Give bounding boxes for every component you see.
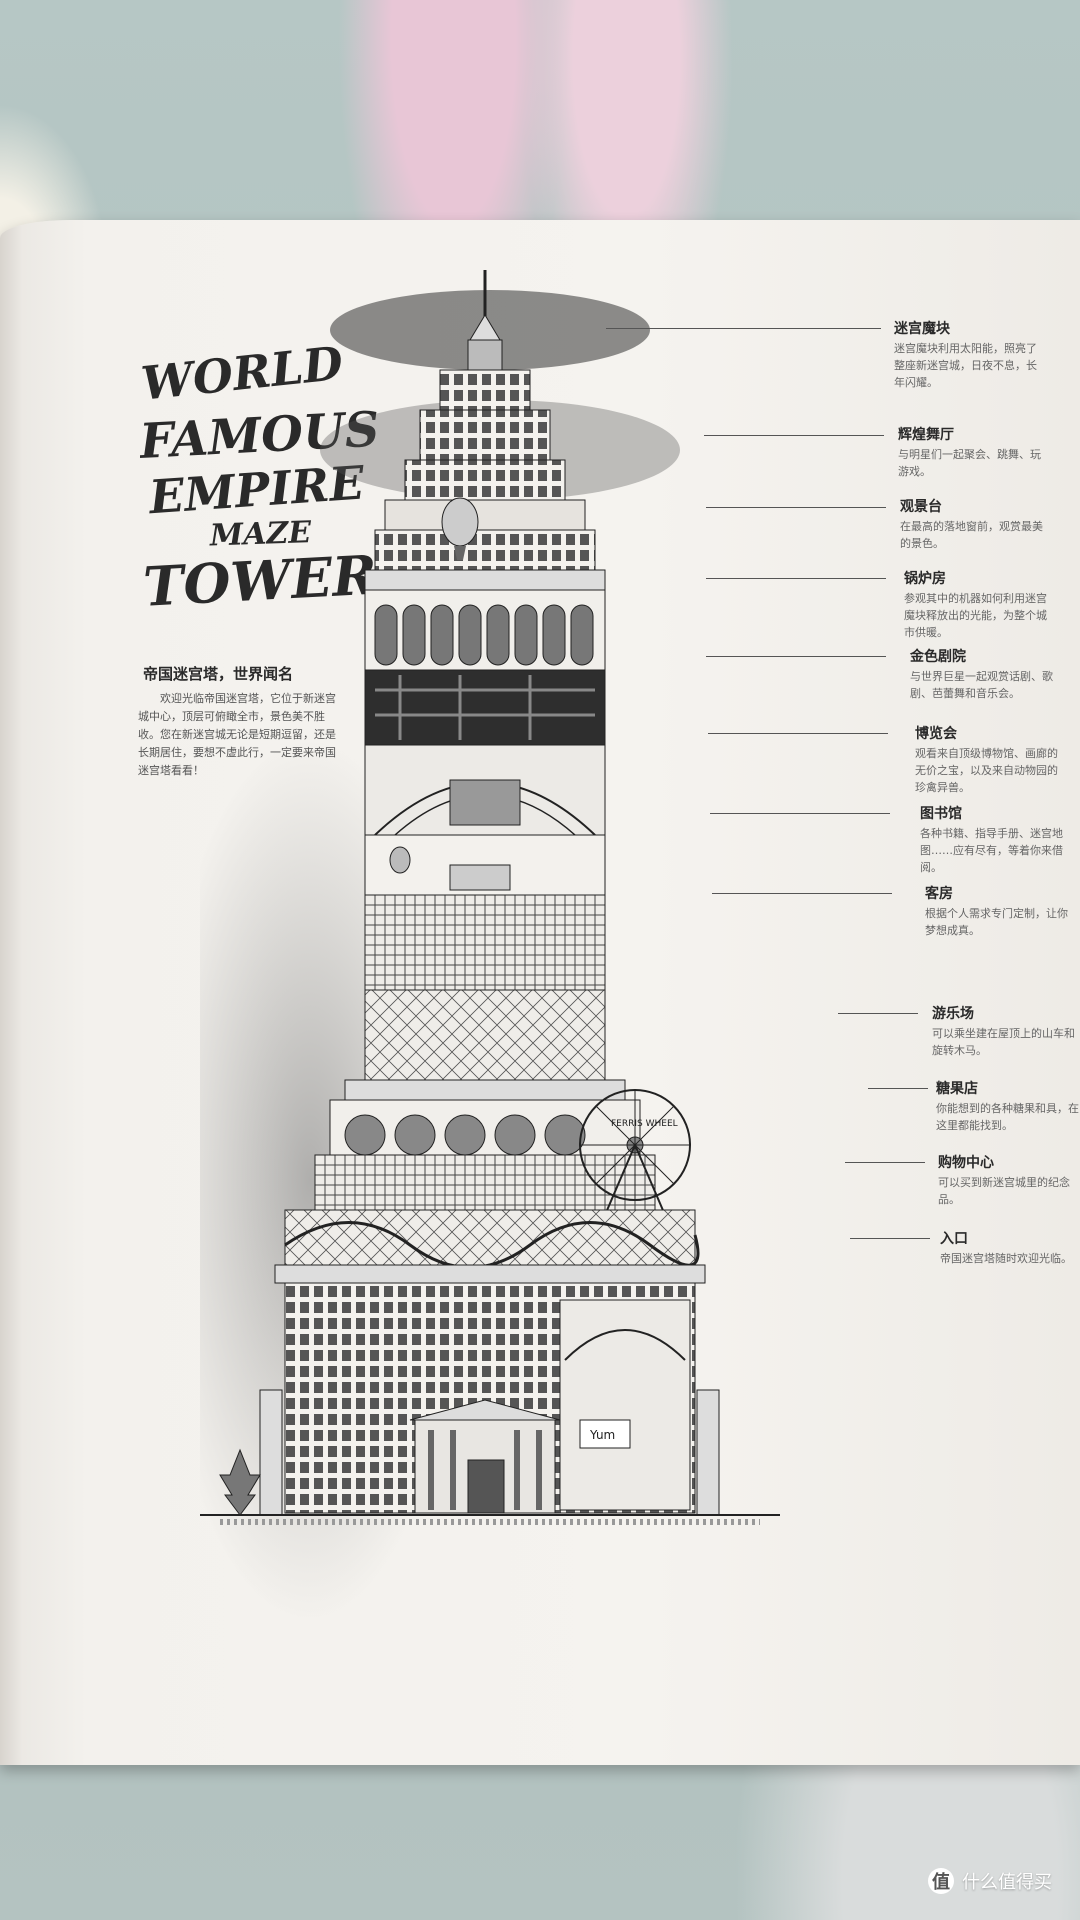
callout-desc: 可以买到新迷宫城里的纪念品。	[938, 1176, 1070, 1206]
callout-shopping-mall: 购物中心 可以买到新迷宫城里的纪念品。	[938, 1152, 1080, 1208]
candy-shop-sign: Yum	[589, 1428, 615, 1442]
leader-line	[845, 1162, 925, 1163]
callout-expo: 博览会 观看来自顶级博物馆、画廊的无价之宝，以及来自动物园的珍禽异兽。	[915, 723, 1065, 796]
leader-line	[706, 578, 886, 579]
callout-desc: 在最高的落地窗前，观赏最美的景色。	[900, 520, 1043, 550]
callout-observation-deck: 观景台 在最高的落地窗前，观赏最美的景色。	[900, 496, 1050, 552]
callout-title: 游乐场	[932, 1006, 974, 1022]
tower-illustration: FERRIS WHEEL Yum	[200, 270, 780, 1620]
callout-desc: 根据个人需求专门定制，让你梦想成真。	[925, 907, 1068, 937]
leader-line	[708, 733, 888, 734]
callout-title: 锅炉房	[904, 571, 946, 587]
callout-title: 观景台	[900, 499, 942, 515]
leader-line	[710, 813, 890, 814]
title-lettering: WORLD FAMOUS EMPIRE MAZE TOWER	[136, 336, 390, 619]
callout-ballroom: 辉煌舞厅 与明星们一起聚会、跳舞、玩游戏。	[898, 424, 1048, 480]
callout-desc: 可以乘坐建在屋顶上的山车和旋转木马。	[932, 1027, 1075, 1057]
leader-line	[704, 435, 884, 436]
svg-text:TOWER: TOWER	[142, 543, 379, 618]
leader-line	[838, 1013, 918, 1014]
callout-title: 客房	[925, 886, 953, 902]
site-watermark: 值 什么值得买	[928, 1868, 1052, 1894]
callout-amusement-park: 游乐场 可以乘坐建在屋顶上的山车和旋转木马。	[932, 1003, 1080, 1059]
callout-maze-cube: 迷宫魔块 迷宫魔块利用太阳能，照亮了整座新迷宫城，日夜不息，长年闪耀。	[894, 318, 1044, 391]
leader-line	[712, 893, 892, 894]
callout-title: 迷宫魔块	[894, 321, 950, 337]
callout-title: 辉煌舞厅	[898, 427, 954, 443]
callout-golden-theatre: 金色剧院 与世界巨星一起观赏话剧、歌剧、芭蕾舞和音乐会。	[910, 646, 1060, 702]
callout-candy-shop: 糖果店 你能想到的各种糖果和具，在这里都能找到。	[936, 1078, 1080, 1134]
callout-desc: 与世界巨星一起观赏话剧、歌剧、芭蕾舞和音乐会。	[910, 670, 1053, 700]
callout-library: 图书馆 各种书籍、指导手册、迷宫地图……应有尽有，等着你来借阅。	[920, 803, 1070, 876]
callout-boiler-room: 锅炉房 参观其中的机器如何利用迷宫魔块释放出的光能，为整个城市供暖。	[904, 568, 1054, 641]
leader-line	[868, 1088, 928, 1089]
leader-line	[706, 507, 886, 508]
callout-entrance: 入口 帝国迷宫塔随时欢迎光临。	[940, 1228, 1080, 1267]
callout-desc: 观看来自顶级博物馆、画廊的无价之宝，以及来自动物园的珍禽异兽。	[915, 747, 1058, 794]
callout-guest-rooms: 客房 根据个人需求专门定制，让你梦想成真。	[925, 883, 1075, 939]
callout-desc: 与明星们一起聚会、跳舞、玩游戏。	[898, 448, 1041, 478]
callout-title: 博览会	[915, 726, 957, 742]
book-page: WORLD FAMOUS EMPIRE MAZE TOWER 帝国迷宫塔，世界闻…	[0, 220, 1080, 1765]
leader-line	[706, 656, 886, 657]
callout-title: 入口	[940, 1231, 968, 1247]
intro-heading: 帝国迷宫塔，世界闻名	[143, 665, 294, 683]
leader-line	[850, 1238, 930, 1239]
ferris-wheel-sign: FERRIS WHEEL	[611, 1119, 678, 1129]
callout-desc: 你能想到的各种糖果和具，在这里都能找到。	[936, 1102, 1079, 1132]
callout-desc: 迷宫魔块利用太阳能，照亮了整座新迷宫城，日夜不息，长年闪耀。	[894, 342, 1037, 389]
callout-title: 糖果店	[936, 1081, 978, 1097]
callout-desc: 各种书籍、指导手册、迷宫地图……应有尽有，等着你来借阅。	[920, 827, 1063, 874]
svg-text:MAZE: MAZE	[208, 515, 313, 554]
callout-title: 图书馆	[920, 806, 962, 822]
intro-paragraph: 欢迎光临帝国迷宫塔，它位于新迷宫城中心，顶层可俯瞰全市，景色美不胜收。您在新迷宫…	[138, 692, 336, 777]
watermark-text: 什么值得买	[962, 1872, 1052, 1893]
zhi-logo-icon: 值	[928, 1868, 954, 1894]
callout-title: 金色剧院	[910, 649, 966, 665]
leader-line	[606, 328, 881, 329]
svg-text:FAMOUS: FAMOUS	[140, 401, 381, 470]
callout-desc: 参观其中的机器如何利用迷宫魔块释放出的光能，为整个城市供暖。	[904, 592, 1047, 639]
callout-title: 购物中心	[938, 1155, 994, 1171]
callout-desc: 帝国迷宫塔随时欢迎光临。	[940, 1252, 1072, 1265]
